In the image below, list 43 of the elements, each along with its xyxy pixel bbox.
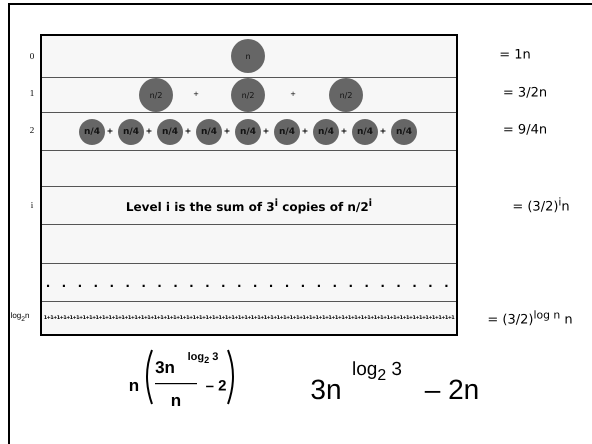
value-circle: n/4 bbox=[79, 119, 105, 145]
formula-text: 2 bbox=[30, 125, 34, 135]
value-circle: n/4 bbox=[352, 119, 378, 145]
formula-text: + bbox=[106, 126, 114, 136]
formula-text: n bbox=[170, 391, 182, 411]
value-circle: n/4 bbox=[391, 119, 417, 145]
formula-text: = (3/2)$^{i}$n bbox=[512, 195, 570, 215]
formula-text: + bbox=[340, 126, 348, 136]
ellipsis-dots: . . . . . . . . . . . . . . . . . . . . . . . . . . bbox=[46, 276, 452, 290]
level-band bbox=[42, 77, 456, 112]
value-circle: n/4 bbox=[196, 119, 222, 145]
formula-text: i bbox=[30, 200, 34, 210]
formula-text: = 3/2n bbox=[502, 86, 548, 100]
formula-text: + bbox=[302, 126, 308, 136]
formula-text: + bbox=[146, 126, 152, 136]
formula-text: + bbox=[380, 126, 386, 136]
formula-text: – 2 bbox=[206, 378, 226, 394]
formula-text: = 1n bbox=[499, 48, 531, 62]
value-circle: n/4 bbox=[274, 119, 300, 145]
formula-text: = (3/2)$^{log n}$ n bbox=[487, 308, 573, 328]
formula-text: = 9/4n bbox=[502, 122, 548, 138]
formula-text: 3n bbox=[155, 358, 175, 378]
formula-text: log$_{2}$ 3 bbox=[352, 359, 402, 385]
formula-text: log$_{2}$ 3 bbox=[188, 350, 218, 366]
value-circle: n bbox=[231, 39, 265, 73]
value-circle: n/4 bbox=[235, 119, 261, 145]
value-circle: n/2 bbox=[231, 78, 265, 112]
formula-text: + bbox=[184, 126, 192, 136]
recursion-tree-panel bbox=[40, 34, 458, 336]
value-circle: n/4 bbox=[313, 119, 339, 145]
value-circle: n/4 bbox=[118, 119, 144, 145]
formula-text: n bbox=[128, 376, 140, 396]
formula-text: – 2n bbox=[424, 374, 480, 406]
formula-text: + bbox=[224, 126, 230, 136]
formula-text: 1 bbox=[30, 88, 34, 98]
formula-text: log$_{2}$n bbox=[10, 311, 30, 323]
value-circle: n/2 bbox=[329, 78, 363, 112]
formula-text: 3n bbox=[310, 374, 342, 406]
value-circle: n/4 bbox=[157, 119, 183, 145]
formula-text: 0 bbox=[30, 51, 34, 61]
formula-text: + bbox=[262, 126, 270, 136]
value-circle: n/2 bbox=[139, 78, 173, 112]
level-description: Level i is the sum of 3$^{i}$ copies of n/2$^{i}$ bbox=[126, 198, 372, 214]
